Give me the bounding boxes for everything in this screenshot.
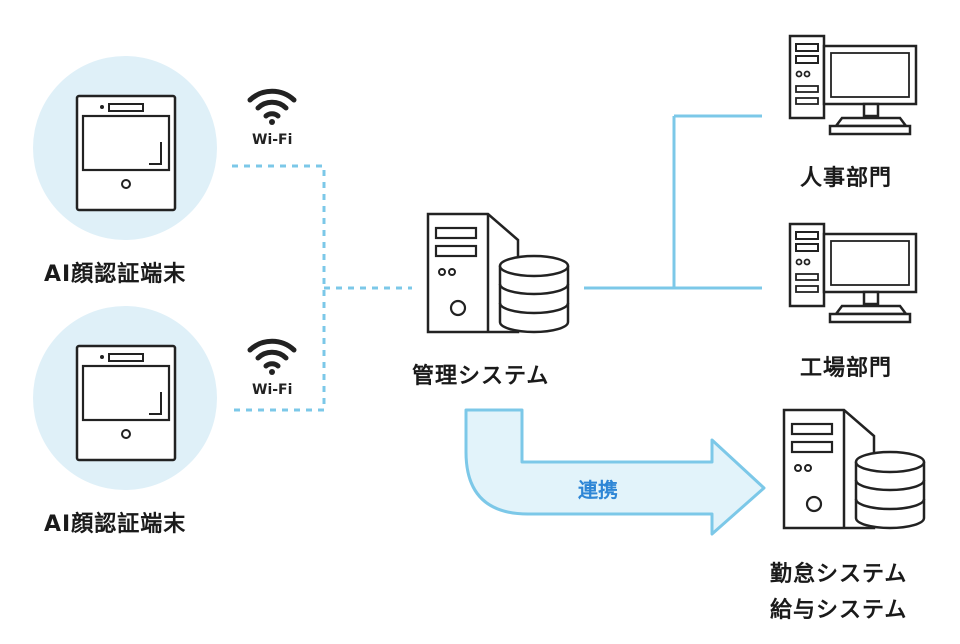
integration-label: 連携 xyxy=(578,478,618,502)
attendance-system-label: 勤怠システム xyxy=(770,562,908,587)
wifi-2-icon xyxy=(250,341,294,375)
terminal-1-label: AI顔認証端末 xyxy=(44,262,187,287)
hr-department-label: 人事部門 xyxy=(800,166,893,191)
wifi-1-label: Wi-Fi xyxy=(252,132,293,148)
integration-arrow xyxy=(464,408,766,536)
hr-department-pc-icon xyxy=(788,34,918,136)
attendance-payroll-server-icon xyxy=(782,408,926,530)
factory-department-pc-icon xyxy=(788,222,918,324)
wireless-connections xyxy=(232,164,412,412)
department-connections xyxy=(584,114,762,290)
wifi-2-label: Wi-Fi xyxy=(252,382,293,398)
tablet-terminal-2-icon xyxy=(75,344,177,462)
terminal-2-label: AI顔認証端末 xyxy=(44,512,187,537)
management-server-icon xyxy=(426,212,570,334)
tablet-terminal-1-icon xyxy=(75,94,177,212)
factory-department-label: 工場部門 xyxy=(800,356,893,381)
payroll-system-label: 給与システム xyxy=(770,598,908,623)
wifi-1-icon xyxy=(250,91,294,125)
management-system-label: 管理システム xyxy=(412,364,550,389)
